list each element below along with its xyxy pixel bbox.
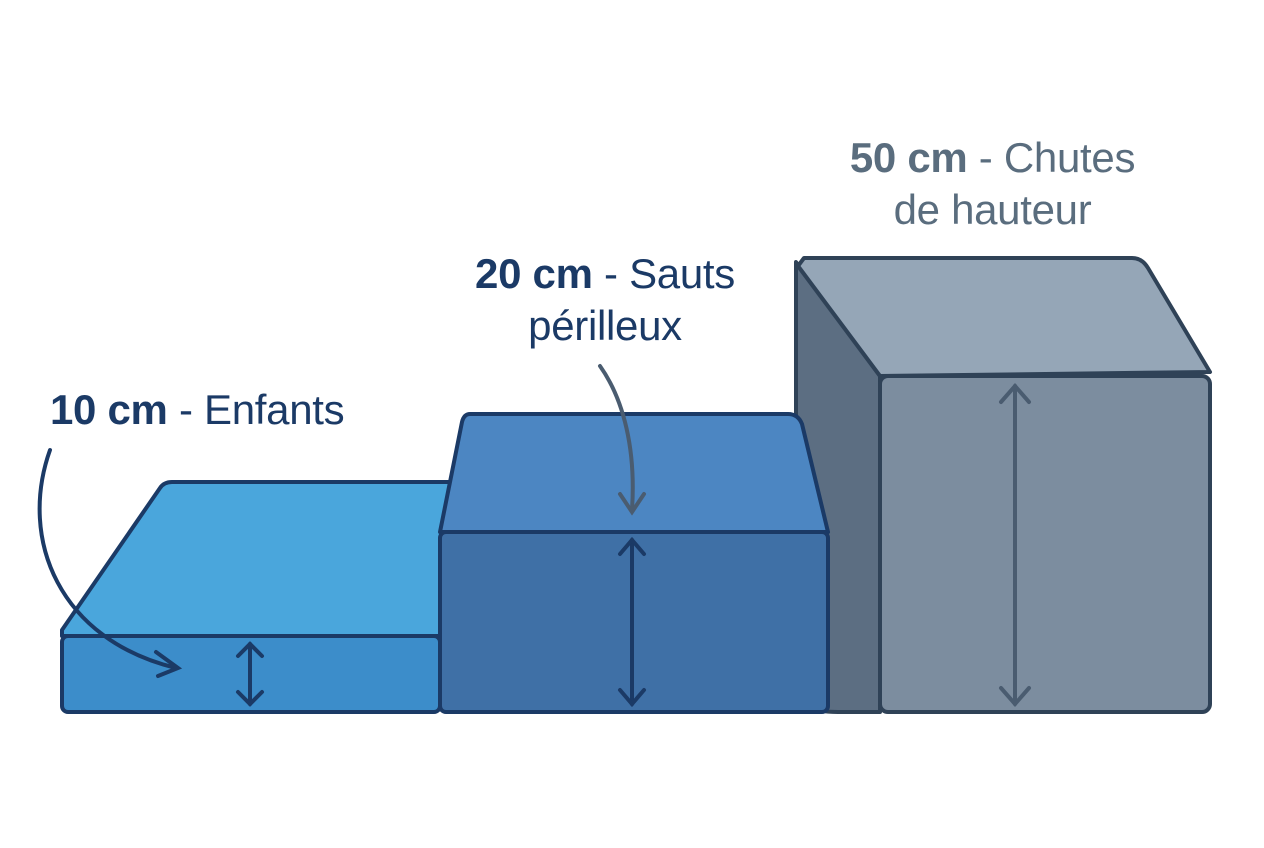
label-10cm-usage: Enfants — [204, 386, 345, 433]
label-50cm: 50 cm - Chutes de hauteur — [820, 132, 1165, 236]
label-50cm-usage-line1: Chutes — [1003, 134, 1136, 181]
label-20cm-thickness: 20 cm — [475, 250, 593, 297]
mattress-10cm — [60, 480, 462, 714]
label-50cm-thickness: 50 cm — [849, 134, 968, 181]
label-20cm: 20 cm - Sauts périlleux — [455, 248, 755, 352]
label-50cm-separator: - — [967, 134, 1004, 181]
label-20cm-usage-line1: Sauts — [629, 250, 735, 297]
label-20cm-usage-line2: périlleux — [528, 302, 682, 349]
mattress-50cm — [794, 256, 1212, 714]
callout-arrow-10cm — [37, 448, 183, 678]
mattress-10cm-top — [60, 480, 462, 638]
height-arrow-20cm — [618, 536, 646, 708]
label-10cm-separator: - — [167, 386, 205, 433]
mattress-50cm-front — [878, 374, 1212, 714]
height-arrow-10cm — [236, 641, 264, 707]
label-50cm-usage-line2: de hauteur — [893, 186, 1092, 233]
height-arrow-50cm — [999, 382, 1031, 708]
callout-arrow-20cm — [598, 364, 646, 516]
label-10cm: 10 cm - Enfants — [50, 384, 345, 436]
label-20cm-separator: - — [592, 250, 630, 297]
label-10cm-thickness: 10 cm — [50, 386, 168, 433]
